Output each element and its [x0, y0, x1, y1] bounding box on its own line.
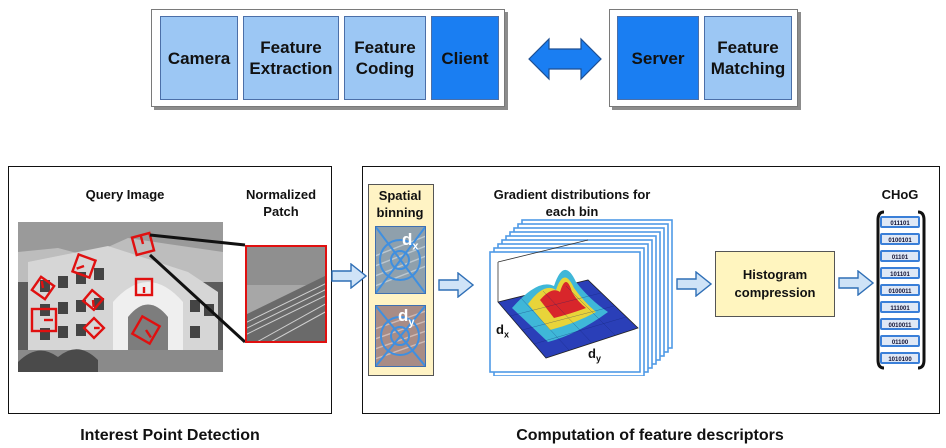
- flow-arrow-icon: [438, 272, 474, 298]
- query-image-label: Query Image: [85, 187, 165, 202]
- dx-axis-label: dx: [496, 322, 509, 340]
- chog-descriptor: 011101 0100101 01101 101101 0100011 1110…: [876, 210, 926, 370]
- dy-axis-label-d: d: [588, 346, 596, 361]
- keypoint-icon: [134, 277, 154, 297]
- bitstring-5: 111001: [880, 301, 920, 313]
- keypoint-icon: [30, 275, 56, 301]
- stage-client-label: Client: [441, 48, 489, 68]
- spatial-binning-label: Spatial binning: [376, 188, 424, 220]
- gradient-patch-dy: [375, 305, 426, 367]
- keypoint-icon: [82, 316, 106, 340]
- left-bracket-icon: [876, 210, 926, 370]
- interest-point-caption: Interest Point Detection: [80, 427, 260, 444]
- dx-patch-label: dx: [402, 230, 419, 252]
- stage-feature-extraction-label: Feature Extraction: [249, 38, 333, 78]
- stage-camera-label: Camera: [167, 48, 231, 68]
- stage-feature-coding-label: Feature Coding: [354, 38, 416, 78]
- client-pipeline-box: Camera Feature Extraction Feature Coding…: [151, 9, 505, 107]
- gradient-distributions-label: Gradient distributions for each bin: [493, 187, 651, 219]
- dx-patch-label-sub: x: [412, 240, 419, 253]
- gradient-patch-dx: [375, 226, 426, 294]
- stage-feature-matching: Feature Matching: [704, 16, 792, 100]
- stage-server-label: Server: [631, 48, 685, 68]
- histogram-compression-label: Histogram compression: [734, 267, 816, 300]
- bitstring-8: 1010100: [880, 352, 920, 364]
- dx-patch-label-d: d: [402, 230, 413, 249]
- flow-arrow-icon: [676, 271, 712, 297]
- dy-patch-label-sub: y: [408, 316, 415, 329]
- keypoint-icon: [81, 288, 105, 312]
- chog-label: CHoG: [881, 187, 919, 202]
- stage-server: Server: [617, 16, 699, 100]
- dx-axis-label-d: d: [496, 322, 504, 337]
- dy-patch-label-d: d: [398, 306, 409, 325]
- flow-arrow-icon: [331, 263, 367, 289]
- flow-arrow-icon: [838, 270, 874, 296]
- descriptor-caption: Computation of feature descriptors: [516, 427, 784, 444]
- stage-camera: Camera: [160, 16, 238, 100]
- dy-axis-label: dy: [588, 346, 601, 364]
- gradient-distribution-stack: [489, 219, 673, 376]
- dy-patch-label: dy: [398, 306, 415, 328]
- keypoint-icon: [30, 307, 58, 333]
- stage-client: Client: [431, 16, 499, 100]
- histogram-compression-box: Histogram compression: [715, 251, 835, 317]
- keypoint-icon: [130, 231, 156, 257]
- keypoint-icon: [70, 252, 98, 280]
- bidirectional-arrow-icon: [528, 37, 602, 81]
- bitstring-0: 011101: [880, 216, 920, 228]
- stage-feature-coding: Feature Coding: [344, 16, 426, 100]
- bitstring-3: 101101: [880, 267, 920, 279]
- bitstring-7: 01100: [880, 335, 920, 347]
- normalized-patch-image: [245, 245, 327, 343]
- keypoint-icon: [130, 314, 162, 346]
- keypoint-overlay: [30, 231, 162, 346]
- stage-feature-extraction: Feature Extraction: [243, 16, 339, 100]
- stage-feature-matching-label: Feature Matching: [710, 38, 786, 78]
- dy-axis-label-sub: y: [595, 353, 601, 364]
- dx-axis-label-sub: x: [503, 329, 509, 340]
- normalized-patch-label: Normalized Patch: [245, 187, 317, 219]
- server-pipeline-box: Server Feature Matching: [609, 9, 798, 107]
- bitstring-6: 0010011: [880, 318, 920, 330]
- bitstring-4: 0100011: [880, 284, 920, 296]
- bitstring-2: 01101: [880, 250, 920, 262]
- bitstring-1: 0100101: [880, 233, 920, 245]
